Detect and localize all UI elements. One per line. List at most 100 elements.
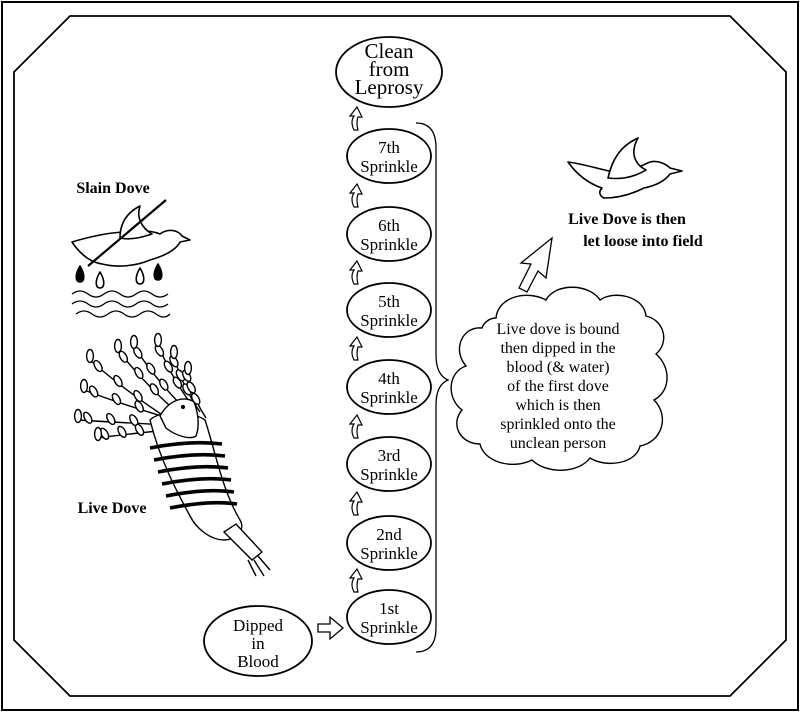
sprinkle-word: Sprinkle xyxy=(360,311,418,330)
bundled-dove xyxy=(159,398,199,439)
sprig-leaf xyxy=(111,392,122,406)
clean-label-line2: from xyxy=(369,57,410,81)
dipped-label-line2: in xyxy=(251,634,265,653)
sprinkle-stack: 1stSprinkle2ndSprinkle3rdSprinkle4thSpri… xyxy=(346,128,432,645)
sprig-leaf xyxy=(183,360,193,376)
sprig-leaf xyxy=(134,366,144,380)
sprig-leaf xyxy=(172,376,183,389)
curved-up-arrow xyxy=(348,413,363,439)
sprinkle-word: Sprinkle xyxy=(360,618,418,637)
clean-from-leprosy-node: Clean from Leprosy xyxy=(335,36,443,108)
sprig-leaf xyxy=(88,385,99,398)
slain-dove-label: Slain Dove xyxy=(76,180,149,197)
cloud-text-line: which is then xyxy=(515,397,600,414)
sprinkle-word: Sprinkle xyxy=(360,465,418,484)
sprig-leaf xyxy=(186,381,196,394)
bundle-stem xyxy=(222,523,264,561)
sprinkle-ellipse xyxy=(346,515,432,571)
cloud-text-line: Live dove is bound xyxy=(496,321,619,338)
cloud-text-line: unclean person xyxy=(510,435,606,452)
loose-arrow xyxy=(518,236,553,293)
sprig-leaf xyxy=(79,378,89,394)
blood-drop-2 xyxy=(95,271,105,289)
octagon-border xyxy=(13,15,787,697)
hyssop-sprigs xyxy=(73,332,207,442)
dipped-label-line1: Dipped xyxy=(233,616,284,635)
water-waves xyxy=(71,290,171,318)
sprig-leaf xyxy=(113,338,123,354)
stack-arrows xyxy=(348,105,363,593)
slain-dove-slash xyxy=(87,199,167,267)
dipped-to-first-arrow xyxy=(317,615,345,641)
sprig-leaf xyxy=(149,383,160,396)
bundled-dove-eye xyxy=(180,404,186,410)
dipped-ellipse xyxy=(203,605,313,677)
sprinkle-word: Sprinkle xyxy=(360,235,418,254)
sprinkle-ellipse xyxy=(346,359,432,415)
hyssop-bundle-icon xyxy=(73,332,271,577)
sprinkle-ellipse xyxy=(346,206,432,262)
live-dove-label: Live Dove xyxy=(78,500,147,517)
sprinkle-ellipse xyxy=(346,589,432,645)
sprinkle-ordinal: 4th xyxy=(378,369,400,388)
cloud-text-line: of the first dove xyxy=(507,378,609,395)
sprinkle-brace xyxy=(415,122,450,653)
sprinkle-ordinal: 7th xyxy=(378,138,400,157)
sprig-leaf xyxy=(93,426,103,442)
sprinkle-word: Sprinkle xyxy=(360,388,418,407)
binding-cords xyxy=(149,440,238,510)
curved-up-arrow xyxy=(348,182,363,208)
curved-up-arrow xyxy=(348,335,363,361)
sprig-leaf xyxy=(163,360,174,373)
dipped-label-line3: Blood xyxy=(237,652,279,671)
blood-drop-3 xyxy=(135,267,145,285)
curved-up-arrow xyxy=(348,259,363,285)
sprig-leaf xyxy=(85,348,95,364)
binding-cord xyxy=(165,488,235,498)
binding-cord xyxy=(149,440,223,450)
sprinkle-ellipse xyxy=(346,436,432,492)
cloud-text-line: sprinkled onto the xyxy=(500,416,616,433)
binding-cord xyxy=(153,452,226,462)
live-dove-loose-line1: Live Dove is then xyxy=(568,211,686,228)
sprig-leaf xyxy=(129,334,139,350)
sprig-leaf xyxy=(83,411,93,424)
sprig-leaf xyxy=(159,378,169,391)
clean-label-line1: Clean xyxy=(365,39,414,63)
stem-strands xyxy=(247,555,271,577)
sprinkle-ordinal: 3rd xyxy=(378,446,401,465)
cloud-text-line: then dipped in the xyxy=(500,340,615,357)
curved-up-arrow xyxy=(348,105,363,131)
sprinkle-ordinal: 1st xyxy=(379,599,399,618)
sprig-leaf xyxy=(134,423,145,436)
flying-dove-icon xyxy=(567,137,683,199)
live-dove-loose-line2: let loose into field xyxy=(583,233,703,250)
sprinkle-ordinal: 6th xyxy=(378,216,400,235)
blood-drop-1 xyxy=(75,265,85,283)
flying-dove-wing xyxy=(607,137,647,180)
sprig-leaf xyxy=(117,425,127,438)
sprig-leaf xyxy=(153,332,163,348)
clean-label-line3: Leprosy xyxy=(355,75,424,99)
sprinkle-word: Sprinkle xyxy=(360,157,418,176)
sprig-leaf xyxy=(113,374,123,388)
curved-up-arrow xyxy=(348,490,363,516)
sprig-leaf xyxy=(133,389,143,403)
sprig-leaf xyxy=(93,359,103,373)
binding-cord xyxy=(157,464,229,474)
sprinkle-ordinal: 2nd xyxy=(376,525,402,544)
sprig-leaf xyxy=(134,400,144,413)
sprig-leaf xyxy=(73,408,83,424)
sprinkle-ordinal: 5th xyxy=(378,292,400,311)
